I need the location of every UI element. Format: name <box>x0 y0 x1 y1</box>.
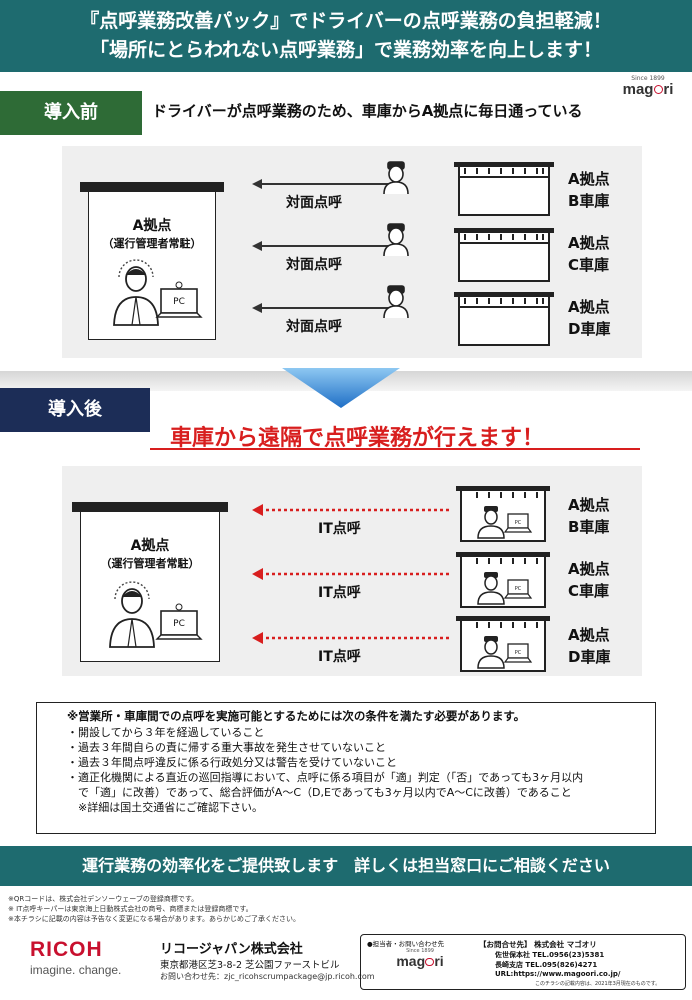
driver-2 <box>383 223 409 257</box>
after-arrow-2 <box>252 568 450 580</box>
after-office-building: A拠点 （運行管理者常駐） PC <box>72 502 228 662</box>
before-label: 導入前 <box>0 91 142 135</box>
after-call-1: IT点呼 <box>318 521 361 537</box>
before-garage-1 <box>454 162 554 216</box>
footnote: ※本チラシに記載の内容は予告なく変更になる場合があります。あらかじめご了承くださ… <box>8 915 301 923</box>
office-roof <box>72 502 228 512</box>
before-call-1: 対面点呼 <box>286 195 342 211</box>
contact-box-label: ●担当者・お問い合わせ先 <box>367 940 445 948</box>
down-arrow-icon <box>282 368 400 408</box>
header-line-2: 「場所にとらわれない点呼業務」で業務効率を向上します！ <box>89 39 603 61</box>
before-call-2: 対面点呼 <box>286 257 342 273</box>
after-headline-underline <box>150 448 640 450</box>
ricoh-address: 東京都港区芝3-8-2 芝公園ファーストビル <box>160 960 340 971</box>
conditions-box: ※営業所・車庫間での点呼を実施可能とするためには次の条件を満たす必要があります。… <box>36 702 656 834</box>
magoori-o-icon <box>425 957 435 967</box>
pc-icon <box>155 281 203 318</box>
svg-text:PC: PC <box>515 650 522 656</box>
before-call-3: 対面点呼 <box>286 319 342 335</box>
manager-person-icon <box>113 259 159 326</box>
svg-text:PC: PC <box>515 520 522 526</box>
header-line-1: 『点呼業務改善パック』でドライバーの点呼業務の負担軽減！ <box>80 10 612 32</box>
contact-line-1: 佐世保本社 TEL.0956(23)5381 <box>495 951 605 959</box>
contact-line-2: 長崎支店 TEL.095(826)4271 <box>495 961 598 969</box>
driver-3 <box>383 285 409 319</box>
condition-item: ※詳細は国土交通省にご確認下さい。 <box>67 801 263 814</box>
condition-item: で「適」に改善）であって、総合評価がA～C（D,Eであっても3ヶ月以内でA～Cに… <box>67 786 572 799</box>
before-arrow-2 <box>252 241 392 251</box>
before-arrow-3 <box>252 303 392 313</box>
after-garage-1: PC <box>456 486 550 542</box>
pc-label: PC <box>173 619 185 629</box>
contact-magoori-since: Since 1899 <box>406 948 434 954</box>
contact-magoori-name-pre: mag <box>396 953 426 969</box>
contact-magoori-name-post: ri <box>434 953 444 969</box>
before-office-subtitle: （運行管理者常駐） <box>102 237 202 250</box>
before-garage-3 <box>454 292 554 346</box>
after-garage-2: PC <box>456 552 550 608</box>
ricoh-logo: RICOH <box>30 938 103 961</box>
after-arrows <box>252 504 450 644</box>
after-call-2: IT点呼 <box>318 585 361 601</box>
after-office-title: A拠点 <box>130 538 170 554</box>
driver-1 <box>383 161 409 195</box>
after-arrow-1 <box>252 504 450 516</box>
after-garage-3: PC <box>456 616 550 672</box>
ricoh-tagline: imagine. change. <box>30 963 122 977</box>
ricoh-company: リコージャパン株式会社 <box>160 942 303 957</box>
manager-person-icon <box>109 581 155 648</box>
after-office-subtitle: （運行管理者常駐） <box>100 557 200 570</box>
before-office-title: A拠点 <box>132 218 172 234</box>
after-label: 導入後 <box>0 388 150 432</box>
footnote: ※ IT点呼キーパーは東京海上日動株式会社の商号、商標または登録商標です。 <box>8 905 253 913</box>
condition-item: ・過去３年間点呼違反に係る行政処分又は警告を受けていないこと <box>67 756 397 769</box>
conditions-heading: ※営業所・車庫間での点呼を実施可能とするためには次の条件を満たす必要があります。 <box>67 709 526 723</box>
before-office-building: A拠点 （運行管理者常駐） PC <box>80 182 224 340</box>
magoori-since: Since 1899 <box>631 75 665 82</box>
driver-icons <box>383 161 409 319</box>
contact-title: 【お問合せ先】 株式会社 マゴオリ <box>479 940 597 949</box>
pc-icon <box>155 603 203 640</box>
footnote: ※QRコードは、株式会社デンソーウェーブの登録商標です。 <box>8 895 199 903</box>
svg-text:PC: PC <box>515 586 522 592</box>
magoori-o-icon <box>653 85 664 95</box>
contact-footnote: このチラシの記載内容は、2021年3月現在のものです。 <box>535 981 661 987</box>
driver-with-pc-icon: PC <box>477 506 533 539</box>
before-garage-2 <box>454 228 554 282</box>
before-arrow-1 <box>252 179 392 189</box>
ricoh-contact: お問い合わせ先：zjc_ricohscrumpackage@jp.ricoh.c… <box>160 972 375 981</box>
pc-label: PC <box>173 297 185 307</box>
before-arrows <box>252 161 409 319</box>
magoori-name-post: ri <box>663 81 674 98</box>
header-banner: 『点呼業務改善パック』でドライバーの点呼業務の負担軽減！ 「場所にとらわれない点… <box>0 0 692 72</box>
before-description: ドライバーが点呼業務のため、車庫からA拠点に毎日通っている <box>152 102 583 120</box>
condition-item: ・開設してから３年を経過していること <box>67 726 265 739</box>
contact-url[interactable]: URL:https://www.magoori.co.jp/ <box>495 970 621 978</box>
driver-with-pc-icon: PC <box>477 636 533 669</box>
condition-item: ・適正化機関による直近の巡回指導において、点呼に係る項目が「適」判定（「否」であ… <box>67 771 584 784</box>
after-diagram: A拠点 （運行管理者常駐） PC IT点呼 IT点呼 <box>62 466 642 676</box>
condition-item: ・過去３年間自らの責に帰する重大事故を発生させていないこと <box>67 741 386 754</box>
magoori-name-pre: mag <box>622 81 654 98</box>
after-call-3: IT点呼 <box>318 649 361 665</box>
office-roof <box>80 182 224 192</box>
before-diagram: A拠点 （運行管理者常駐） PC <box>62 146 642 358</box>
footnotes: ※QRコードは、株式会社デンソーウェーブの登録商標です。 ※ IT点呼キーパーは… <box>8 894 300 924</box>
driver-with-pc-icon: PC <box>477 572 533 605</box>
cta-banner: 運行業務の効率化をご提供致します 詳しくは担当窓口にご相談ください <box>0 846 692 886</box>
after-arrow-3 <box>252 632 450 644</box>
after-headline: 車庫から遠隔で点呼業務が行えます！ <box>170 426 545 451</box>
